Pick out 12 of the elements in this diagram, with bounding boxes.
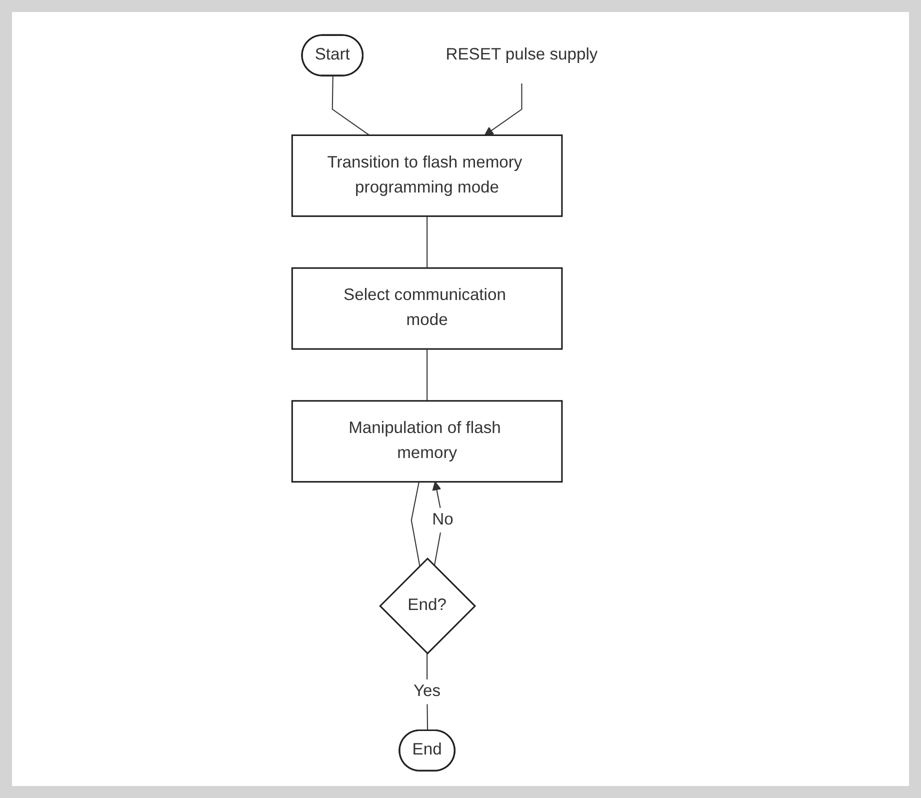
node-diamond: End? <box>379 558 476 655</box>
connector <box>332 76 370 136</box>
node-box: Select communication mode <box>291 267 563 350</box>
edge-label: No <box>432 510 454 529</box>
node-box: Manipulation of flash memory <box>291 400 563 483</box>
connector <box>426 349 428 401</box>
connector <box>410 482 420 566</box>
node-box: Transition to flash memory programming mode <box>291 134 563 217</box>
connector <box>426 216 428 268</box>
edge-label: Yes <box>414 682 441 700</box>
node-text: RESET pulse supply <box>446 46 598 64</box>
arrow <box>484 83 522 136</box>
